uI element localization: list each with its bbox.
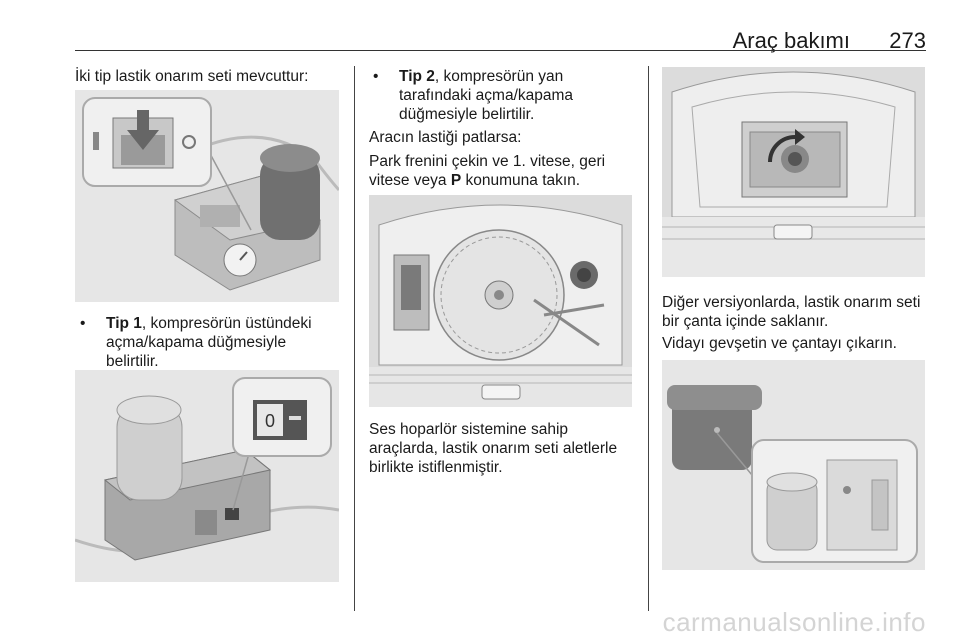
flat-tire-text: Aracın lastiği patlarsa: [369, 129, 522, 146]
bullet-type2-text: Tip 2, kompresörün yan tarafındaki açma/… [399, 67, 624, 124]
trunk-bag-illustration [662, 67, 925, 277]
figure-compressor-type1 [75, 90, 339, 302]
column-divider-2 [648, 66, 649, 611]
figure-repair-bag [662, 360, 925, 570]
type1-description: , kompresörün üstündeki açma/kapama düğm… [106, 315, 312, 370]
switch-label: 0 [265, 411, 275, 431]
compressor-type2-illustration: 0 [75, 370, 339, 582]
column-divider-1 [354, 66, 355, 611]
repair-bag-illustration [662, 360, 925, 570]
trunk-speaker-illustration [369, 195, 632, 407]
figure-trunk-bag [662, 67, 925, 277]
bullet-type1-text: Tip 1, kompresörün üstündeki açma/kapama… [106, 314, 336, 371]
type2-description: , kompresörün yan tarafındaki açma/kapam… [399, 68, 574, 123]
gear-p-label: P [450, 172, 462, 189]
unscrew-text: Vidayı gevşetin ve çantayı çıkarın. [662, 335, 897, 352]
type2-label: Tip 2 [399, 68, 435, 85]
header-rule [75, 50, 926, 51]
section-title: Araç bakımı [732, 28, 850, 53]
parking-brake-text: Park frenini çekin ve 1. vitese, geri vi… [369, 152, 619, 190]
speaker-system-text: Ses hoparlör sistemine sahip araçlarda, … [369, 421, 618, 476]
bullet-marker-2: • [373, 68, 379, 85]
figure-trunk-speaker [369, 195, 632, 407]
figure-compressor-type2: 0 [75, 370, 339, 582]
other-versions-text: Diğer versiyonlarda, lastik onarım seti … [662, 294, 921, 330]
parking-brake-text-b: konumuna takın. [461, 172, 581, 189]
intro-text: İki tip lastik onarım seti mevcuttur: [75, 68, 309, 85]
type1-label: Tip 1 [106, 315, 142, 332]
watermark: carmanualsonline.info [662, 607, 926, 637]
bullet-marker-1: • [80, 315, 86, 332]
compressor-type1-illustration [75, 90, 339, 302]
page-number: 273 [889, 28, 926, 53]
parking-brake-text-a: Park frenini çekin ve 1. vitese, geri vi… [369, 153, 606, 189]
